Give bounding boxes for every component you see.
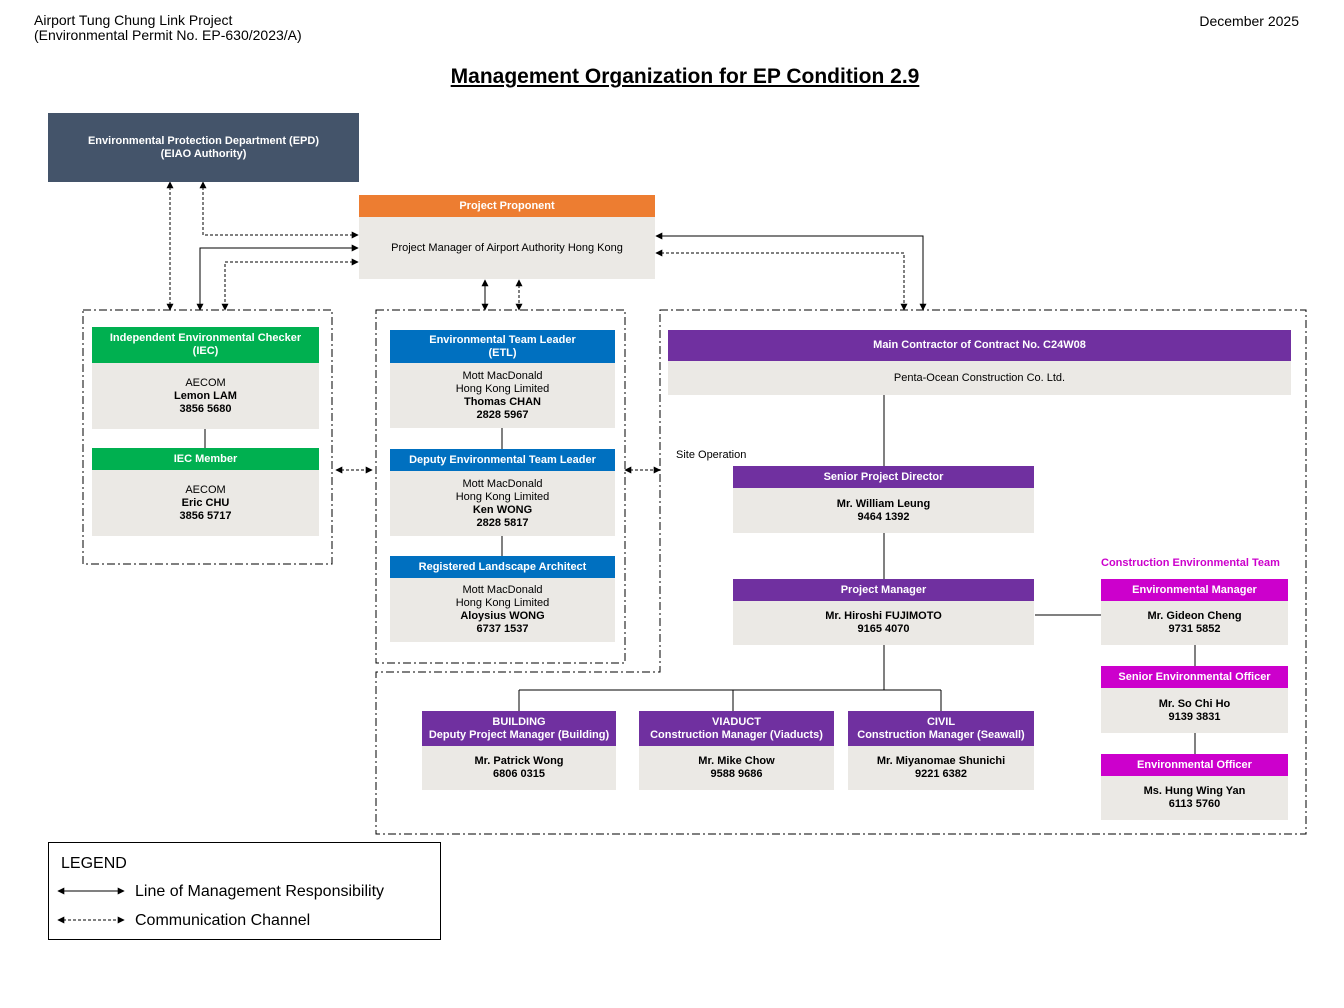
building-phone: 6806 0315 [493, 768, 545, 780]
legend-title: LEGEND [61, 855, 127, 872]
pm-body: Mr. Hiroshi FUJIMOTO 9165 4070 [733, 601, 1034, 645]
etl-title: Environmental Team Leader [429, 333, 576, 346]
pm-phone: 9165 4070 [857, 623, 910, 635]
contractor-company: Penta-Ocean Construction Co. Ltd. [893, 371, 1066, 384]
etl-abbr: (ETL) [488, 346, 517, 359]
epd-box: Environmental Protection Department (EPD… [48, 113, 359, 182]
em-body: Mr. Gideon Cheng 9731 5852 [1101, 601, 1288, 645]
contractor-header: Main Contractor of Contract No. C24W08 [668, 330, 1291, 361]
detl-person: Ken WONG [472, 503, 533, 516]
rla-company: Mott MacDonald [462, 584, 543, 596]
civil-person: Mr. Miyanomae Shunichi [876, 755, 1006, 767]
pm-header: Project Manager [733, 579, 1034, 601]
legend-management-label: Line of Management Responsibility [135, 883, 385, 900]
civil-header: CIVIL Construction Manager (Seawall) [848, 711, 1034, 746]
seo-phone: 9139 3831 [1168, 710, 1221, 723]
cet-label: Construction Environmental Team [1101, 557, 1280, 569]
eo-person: Ms. Hung Wing Yan [1143, 785, 1246, 797]
iec-member-person: Eric CHU [181, 496, 230, 509]
etl-body: Mott MacDonald Hong Kong Limited Thomas … [390, 363, 615, 428]
project-title: Airport Tung Chung Link Project (Environ… [34, 13, 302, 43]
detl-phone: 2828 5817 [476, 516, 529, 529]
spd-phone: 9464 1392 [857, 510, 910, 523]
proponent-body: Project Manager of Airport Authority Hon… [359, 217, 655, 279]
rla-person: Aloysius WONG [460, 610, 545, 622]
iec-phone: 3856 5680 [179, 402, 232, 415]
spd-body: Mr. William Leung 9464 1392 [733, 488, 1034, 533]
em-header: Environmental Manager [1101, 579, 1288, 601]
etl-company-2: Hong Kong Limited [455, 382, 550, 395]
building-body: Mr. Patrick Wong 6806 0315 [422, 746, 616, 790]
viaduct-phone: 9588 9686 [710, 768, 763, 780]
eo-header: Environmental Officer [1101, 754, 1288, 776]
pm-person: Mr. Hiroshi FUJIMOTO [825, 610, 942, 622]
epd-role: (EIAO Authority) [160, 147, 247, 160]
etl-person: Thomas CHAN [463, 395, 541, 408]
legend: LEGEND Line of Management Responsibility… [48, 842, 441, 940]
detl-company-2: Hong Kong Limited [455, 490, 550, 503]
detl-body: Mott MacDonald Hong Kong Limited Ken WON… [390, 471, 615, 536]
proponent-role: Project Manager of Airport Authority Hon… [391, 241, 623, 254]
iec-member-header: IEC Member [92, 448, 319, 470]
iec-member-company: AECOM [185, 483, 226, 496]
project-name: Airport Tung Chung Link Project [34, 12, 233, 28]
em-person: Mr. Gideon Cheng [1147, 610, 1242, 622]
seo-body: Mr. So Chi Ho 9139 3831 [1101, 688, 1288, 733]
iec-company: AECOM [185, 376, 226, 389]
spd-person: Mr. William Leung [836, 497, 931, 510]
report-date: December 2025 [1199, 13, 1299, 29]
civil-role: Construction Manager (Seawall) [857, 728, 1025, 741]
eo-body: Ms. Hung Wing Yan 6113 5760 [1101, 776, 1288, 820]
seo-header: Senior Environmental Officer [1101, 666, 1288, 688]
viaduct-title: VIADUCT [712, 715, 761, 728]
iec-member-body: AECOM Eric CHU 3856 5717 [92, 470, 319, 536]
etl-company: Mott MacDonald [462, 369, 543, 382]
building-role: Deputy Project Manager (Building) [428, 728, 610, 741]
proponent-header: Project Proponent [359, 195, 655, 217]
permit-number: (Environmental Permit No. EP-630/2023/A) [34, 27, 302, 43]
civil-title: CIVIL [926, 715, 956, 728]
page-title: Management Organization for EP Condition… [450, 65, 920, 88]
iec-person: Lemon LAM [174, 389, 237, 402]
et-group-frame [375, 309, 626, 664]
spd-header: Senior Project Director [733, 466, 1034, 488]
epd-name: Environmental Protection Department (EPD… [87, 134, 320, 147]
viaduct-person: Mr. Mike Chow [698, 755, 775, 767]
contractor-body: Penta-Ocean Construction Co. Ltd. [668, 361, 1291, 395]
civil-phone: 9221 6382 [915, 768, 967, 780]
eo-phone: 6113 5760 [1168, 798, 1221, 810]
rla-body: Mott MacDonald Hong Kong Limited Aloysiu… [390, 578, 615, 642]
seo-person: Mr. So Chi Ho [1158, 697, 1231, 710]
iec-header: Independent Environmental Checker (IEC) [92, 327, 319, 363]
etl-header: Environmental Team Leader (ETL) [390, 330, 615, 363]
legend-communication-label: Communication Channel [135, 912, 311, 929]
building-title: BUILDING [492, 715, 546, 728]
rla-phone: 6737 1537 [476, 623, 529, 635]
viaduct-body: Mr. Mike Chow 9588 9686 [639, 746, 834, 790]
etl-phone: 2828 5967 [476, 408, 529, 421]
iec-body: AECOM Lemon LAM 3856 5680 [92, 363, 319, 429]
rla-header: Registered Landscape Architect [390, 556, 615, 578]
em-phone: 9731 5852 [1168, 623, 1221, 635]
rla-company-2: Hong Kong Limited [455, 597, 550, 609]
iec-member-phone: 3856 5717 [179, 509, 232, 522]
building-header: BUILDING Deputy Project Manager (Buildin… [422, 711, 616, 746]
viaduct-role: Construction Manager (Viaducts) [650, 728, 823, 741]
iec-title: Independent Environmental Checker [109, 332, 302, 344]
viaduct-header: VIADUCT Construction Manager (Viaducts) [639, 711, 834, 746]
iec-abbr: (IEC) [192, 345, 219, 357]
building-person: Mr. Patrick Wong [474, 755, 564, 767]
contractor-group-frame [375, 309, 1307, 835]
detl-header: Deputy Environmental Team Leader [390, 449, 615, 471]
detl-company: Mott MacDonald [462, 477, 543, 490]
site-operation-label: Site Operation [676, 449, 747, 461]
civil-body: Mr. Miyanomae Shunichi 9221 6382 [848, 746, 1034, 790]
